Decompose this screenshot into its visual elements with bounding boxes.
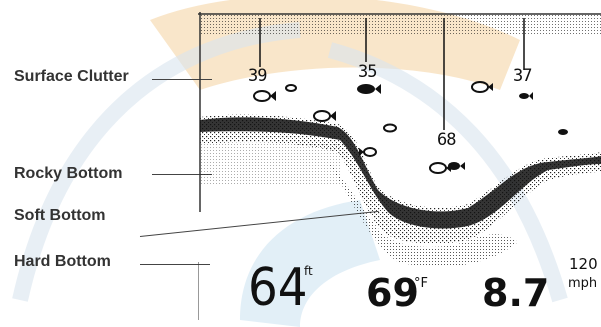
speed-readout: 8.7: [482, 271, 550, 315]
leader-rocky-bottom: [152, 174, 212, 175]
label-surface-clutter: Surface Clutter: [14, 68, 129, 85]
range-max: 120: [569, 255, 598, 273]
fish-depth-tag: 39: [248, 66, 268, 86]
label-rocky-bottom: Rocky Bottom: [14, 165, 123, 182]
fish-depth-tag: 37: [513, 66, 533, 86]
depth-unit: ft: [304, 264, 313, 278]
speed-unit: mph: [568, 276, 598, 291]
temperature-readout: 69: [366, 271, 419, 315]
temperature-unit: °F: [414, 276, 428, 291]
fish-depth-tag: 68: [437, 130, 457, 150]
label-soft-bottom: Soft Bottom: [14, 207, 106, 224]
sonar-graphics: [198, 12, 601, 320]
sonar-display: 39 35 68 37 64 ft 69 °F 8.7 mph 120: [198, 12, 601, 320]
fish-depth-tag: 35: [358, 62, 378, 82]
label-hard-bottom: Hard Bottom: [14, 253, 111, 270]
leader-hard-bottom: [140, 264, 210, 265]
depth-readout: 64: [248, 258, 308, 318]
leader-surface-clutter: [152, 79, 212, 80]
